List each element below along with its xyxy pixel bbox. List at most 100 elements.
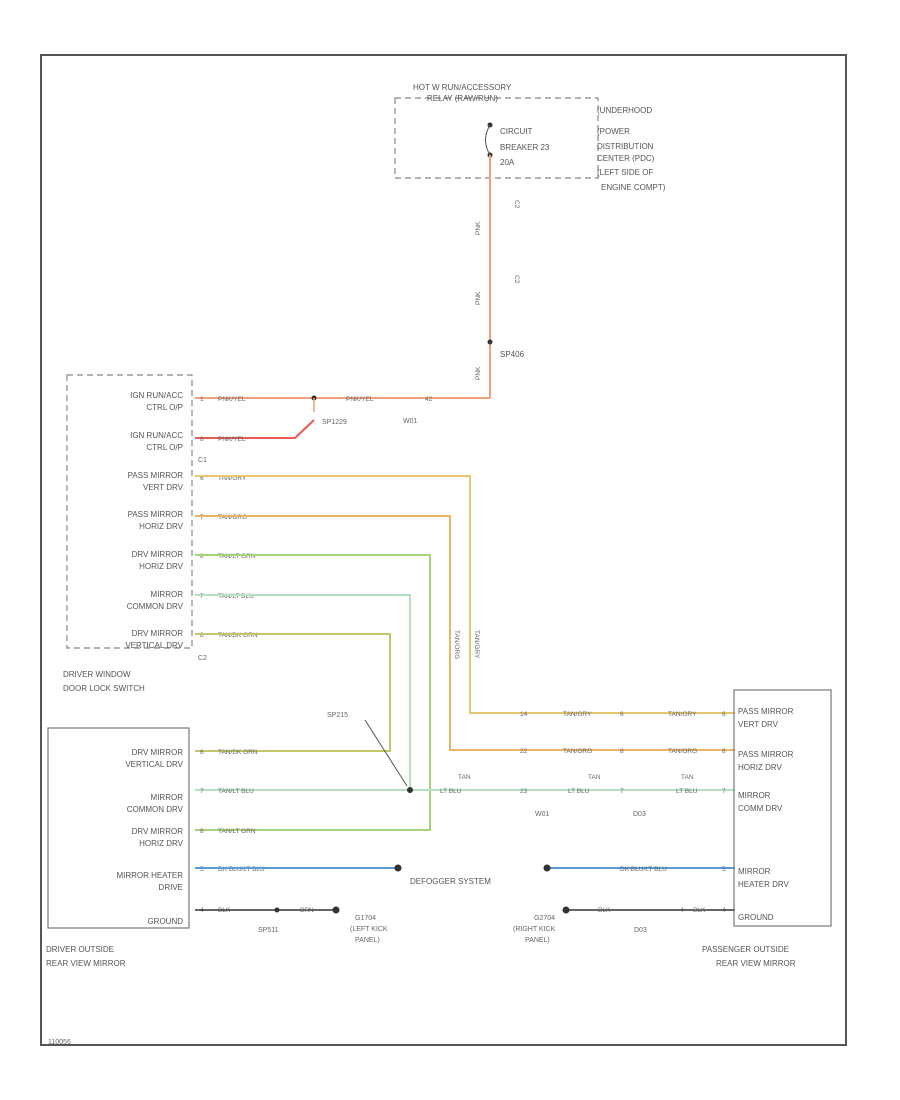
- mid-tan-gry-2: TAN/GRY: [668, 711, 697, 718]
- driver-heater-arrow: [394, 864, 402, 872]
- switch-c2: C2: [198, 655, 207, 662]
- pnk-mid-label: C2: [513, 275, 520, 284]
- right-ground-name-0: G2704: [534, 915, 555, 922]
- right-ground-name-2: PANEL): [525, 937, 550, 944]
- tan-lt-blu-wire: [195, 594, 411, 790]
- switch-wire-2: TAN/GRY: [218, 475, 247, 482]
- switch-row-4-label2: HORIZ DRV: [139, 562, 184, 571]
- switch-row-5-label1: MIRROR: [151, 590, 184, 599]
- passenger-heater-arrow: [543, 864, 551, 872]
- relay-subtitle: RELAY (RAW/RUN): [427, 94, 498, 103]
- mid-tan-org-1: TAN/ORG: [563, 748, 592, 755]
- pass-pin-4: 4: [722, 907, 726, 914]
- pdc-dashed-box: [394, 97, 599, 179]
- drv-row-0-label2: VERTICAL DRV: [125, 760, 183, 769]
- passenger-mirror-box: [733, 689, 832, 927]
- right-ground-wire-2: BLK: [693, 907, 706, 914]
- pin-org-0: 22: [520, 748, 528, 755]
- breaker-label-3: 20A: [500, 158, 515, 167]
- conn-d03: D03: [633, 811, 646, 818]
- pin-gry-0: 14: [520, 711, 528, 718]
- lt-blu-3a: TAN: [681, 774, 694, 781]
- switch-pin-2: 6: [200, 475, 204, 482]
- switch-row-2-label2: VERT DRV: [143, 483, 184, 492]
- pdc-label-0: (UNDERHOOD: [597, 106, 652, 115]
- switch-row-0-label2: CTRL O/P: [146, 403, 183, 412]
- breaker-label-2: BREAKER 23: [500, 143, 550, 152]
- pass-row-0-label1: PASS MIRROR: [738, 707, 794, 716]
- switch-labels: IGN RUN/ACC CTRL O/P IGN RUN/ACC CTRL O/…: [125, 391, 183, 650]
- switch-name-2: DOOR LOCK SWITCH: [63, 684, 145, 693]
- splice-top-conn: W01: [403, 418, 418, 425]
- drv-row-3-label1: MIRROR HEATER: [116, 871, 183, 880]
- vert-tan-gry-label: TAN/GRY: [473, 630, 480, 659]
- switch-pin-1: 8: [200, 436, 204, 443]
- passenger-mirror-name-1: PASSENGER OUTSIDE: [702, 945, 789, 954]
- left-ground-wire-2: BRN: [300, 907, 314, 914]
- left-ground-name-2: PANEL): [355, 937, 380, 944]
- pass-row-4-label1: GROUND: [738, 913, 774, 922]
- circuit-breaker-symbol: [485, 124, 491, 156]
- switch-row-0-label1: IGN RUN/ACC: [130, 391, 183, 400]
- pass-pin-1: 8: [722, 748, 726, 755]
- pass-row-2-label2: COMM DRV: [738, 804, 783, 813]
- drv-row-4-label1: GROUND: [147, 917, 183, 926]
- pdc-label-5: ENGINE COMPT): [601, 183, 666, 192]
- drv-wire-2: TAN/LT GRN: [218, 828, 256, 835]
- switch-row-3-label2: HORIZ DRV: [139, 522, 184, 531]
- passenger-ground-point: [562, 906, 570, 914]
- switch-row-6-label1: DRV MIRROR: [132, 629, 184, 638]
- pdc-label-3: CENTER (PDC): [597, 154, 655, 163]
- driver-mirror-pins: 6 TAN/DK GRN 7 TAN/LT BLU 8 TAN/LT GRN 5…: [200, 749, 265, 914]
- drv-wire-0: TAN/DK GRN: [218, 749, 258, 756]
- drv-row-3-label2: DRIVE: [159, 883, 183, 892]
- mid-tan-org-2: TAN/ORG: [668, 748, 697, 755]
- pdc-label-2: DISTRIBUTION: [597, 142, 654, 151]
- switch-wire-1: PNK/YEL: [218, 436, 246, 443]
- pnk-yel-wire-red: [195, 419, 315, 439]
- switch-wire-5: TAN/LT BLU: [218, 593, 254, 600]
- pass-row-0-label2: VERT DRV: [738, 720, 779, 729]
- switch-wire-6: TAN/DK GRN: [218, 632, 258, 639]
- passenger-mirror-name-2: REAR VIEW MIRROR: [716, 959, 796, 968]
- pin-blu-1: 7: [620, 788, 624, 795]
- drv-row-1-label2: COMMON DRV: [127, 805, 184, 814]
- switch-pin-0: 1: [200, 396, 204, 403]
- switch-row-2-label1: PASS MIRROR: [128, 471, 184, 480]
- splice-sp215-label: SP215: [327, 712, 348, 719]
- driver-ground-point: [332, 906, 340, 914]
- pdc-label-1: (POWER: [597, 127, 630, 136]
- passenger-mirror-pins: 6 8 7 5 DK BLU/LT BLU 4 4: [620, 711, 726, 914]
- pnk-label-1: PNK: [475, 291, 482, 305]
- switch-name-1: DRIVER WINDOW: [63, 670, 131, 679]
- pass-pin-3: 5: [722, 866, 726, 873]
- defogger-label: DEFOGGER SYSTEM: [410, 877, 491, 886]
- right-ground-conn: D03: [634, 927, 647, 934]
- splice-sp215: [407, 787, 413, 793]
- mid-tan-gry-1: TAN/GRY: [563, 711, 592, 718]
- switch-wire-3: TAN/ORG: [218, 514, 247, 521]
- switch-pin-4: 8: [200, 553, 204, 560]
- drv-row-2-label1: DRV MIRROR: [132, 827, 184, 836]
- drv-wire-3: DK BLU/LT BLU: [218, 866, 265, 873]
- splice-sp511: [274, 907, 280, 913]
- connector-marks: 14 TAN/GRY 6 TAN/GRY 22 TAN/ORG 8 TAN/OR…: [440, 711, 698, 818]
- right-ground-wire: BLK: [598, 907, 611, 914]
- switch-pins: 1 8 6 7 8 7 8 PNK/YEL PNK/YEL TAN/GRY TA…: [200, 396, 258, 639]
- splice-sp406: [487, 339, 493, 345]
- drv-pin-0: 6: [200, 749, 204, 756]
- pass-row-3-label1: MIRROR: [738, 867, 771, 876]
- pass-row-3-label2: HEATER DRV: [738, 880, 789, 889]
- tan-gry-wire: [195, 475, 735, 714]
- switch-row-6-label2: VERTICAL DRV: [125, 641, 183, 650]
- drv-row-0-label1: DRV MIRROR: [132, 748, 184, 757]
- lt-blu-2b: LT BLU: [568, 788, 590, 795]
- drv-pin-2: 8: [200, 828, 204, 835]
- switch-row-4-label1: DRV MIRROR: [132, 550, 184, 559]
- drv-row-1-label1: MIRROR: [151, 793, 184, 802]
- splice-top-pin: 42: [425, 396, 433, 403]
- passenger-mirror-labels: PASS MIRROR VERT DRV PASS MIRROR HORIZ D…: [738, 707, 794, 922]
- relay-title: HOT W RUN/ACCESSORY: [413, 83, 512, 92]
- pass-row-1-label1: PASS MIRROR: [738, 750, 794, 759]
- switch-row-1-label1: IGN RUN/ACC: [130, 431, 183, 440]
